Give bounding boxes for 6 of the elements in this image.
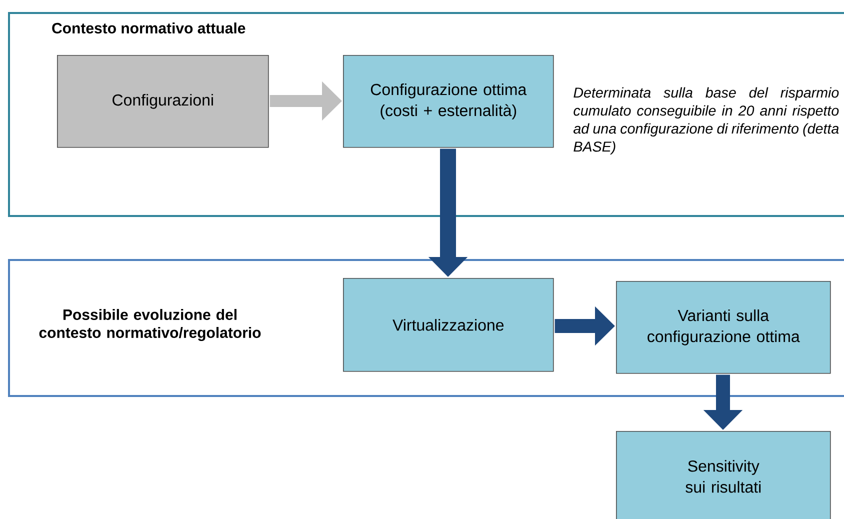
process-box: Configurazioni	[57, 55, 269, 148]
note-text: Determinata sulla base del risparmio cumulato conseguibile in 20 anni rispetto ad una configurazione di riferimento (detta BASE)	[574, 87, 839, 155]
process-box: Sensitivity sui risultati	[616, 431, 831, 519]
process-box: Configurazione ottima (costi + esternalità)	[343, 55, 554, 148]
process-box: Varianti sulla configurazione ottima	[616, 281, 831, 374]
process-box: Virtualizzazione	[343, 278, 554, 372]
